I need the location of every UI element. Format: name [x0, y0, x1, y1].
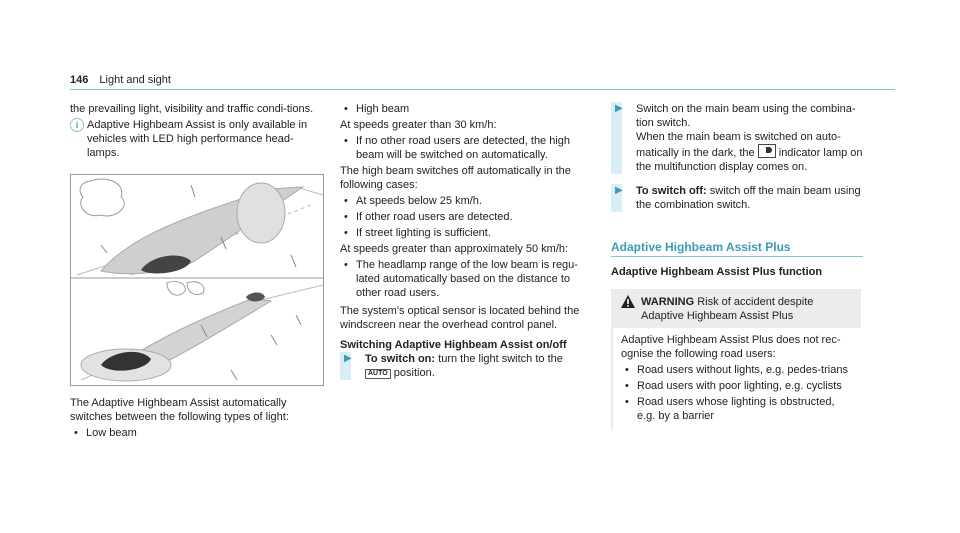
warning-label: WARNING: [641, 296, 695, 308]
step-arrow-icon: ▶: [615, 185, 623, 196]
step-beam-text-b: When the main beam is switched on auto-m…: [636, 131, 841, 159]
section-name: Light and sight: [99, 74, 171, 86]
headlamp-illustration: [70, 174, 324, 386]
step-arrow-icon: ▶: [344, 353, 352, 364]
high-beam-assist-indicator-icon: [757, 144, 776, 158]
step-on-label: To switch on:: [365, 353, 436, 365]
warning-bullet: •Road users with poor lighting, e.g. cyc…: [625, 380, 842, 392]
auto-position-icon: AUTO: [365, 369, 391, 379]
step-beam-text-a: Switch on the main beam using the combin…: [636, 103, 856, 129]
section-title: Adaptive Highbeam Assist Plus: [611, 240, 863, 257]
info-note-text: Adaptive Highbeam Assist is only availab…: [87, 119, 308, 159]
step-switch-main-beam: ▶ Switch on the main beam using the comb…: [611, 102, 866, 174]
warning-text: Risk of accident despite Adaptive Highbe…: [641, 296, 814, 322]
warning-box: WARNING Risk of accident despite Adaptiv…: [611, 289, 861, 431]
step-on-tail: position.: [393, 367, 435, 379]
bullet-street-lighting: •If street lighting is sufficient.: [344, 227, 491, 239]
illustration-headlamp-cones: [71, 175, 323, 382]
bullet-below-25: •At speeds below 25 km/h.: [344, 195, 482, 207]
speed-50-text: At speeds greater than approximately 50 …: [340, 243, 569, 255]
warning-body: Adaptive Highbeam Assist Plus does not r…: [611, 328, 861, 431]
bullet-high-beam: •High beam: [344, 103, 410, 115]
function-subtitle: Adaptive Highbeam Assist Plus function: [611, 266, 823, 278]
sensor-text: The system's optical sensor is located b…: [340, 305, 580, 331]
page-number: 146: [70, 74, 89, 86]
step-beam-text-c: indicator lamp on the multifunction disp…: [636, 147, 863, 173]
figure-caption: The Adaptive Highbeam Assist automatical…: [70, 397, 289, 423]
warning-bullet: •Road users whose lighting is obstructed…: [625, 396, 835, 422]
page-header: 146 Light and sight: [70, 73, 895, 90]
column-left: the prevailing light, visibility and tra…: [70, 102, 324, 442]
step-arrow-icon: ▶: [615, 103, 623, 114]
step-switch-on: ▶ To switch on: turn the light switch to…: [340, 352, 590, 380]
warning-header: WARNING Risk of accident despite Adaptiv…: [611, 289, 861, 328]
bullet-no-other-users: •If no other road users are detected, th…: [344, 135, 571, 161]
column-right: ▶ Switch on the main beam using the comb…: [611, 102, 866, 431]
step-switch-off: ▶ To switch off: switch off the main bea…: [611, 184, 866, 212]
bullet-low-beam: •Low beam: [74, 427, 137, 439]
info-note: i Adaptive Highbeam Assist is only avail…: [70, 118, 320, 160]
column-middle: •High beam At speeds greater than 30 km/…: [340, 102, 590, 390]
switch-off-cases-text: The high beam switches off automatically…: [340, 165, 571, 191]
step-off-text: switch off the main beam using the combi…: [636, 185, 861, 211]
info-icon: i: [70, 118, 84, 132]
switching-heading: Switching Adaptive Highbeam Assist on/of…: [340, 339, 567, 351]
speed-30-text: At speeds greater than 30 km/h:: [340, 119, 497, 131]
warning-body-text: Adaptive Highbeam Assist Plus does not r…: [621, 334, 841, 360]
intro-text: the prevailing light, visibility and tra…: [70, 103, 314, 115]
step-off-label: To switch off:: [636, 185, 707, 197]
warning-bullet: •Road users without lights, e.g. pedes-t…: [625, 364, 848, 376]
step-on-text: turn the light switch to the: [438, 353, 563, 365]
bullet-headlamp-range: •The headlamp range of the low beam is r…: [344, 259, 578, 299]
warning-triangle-icon: [621, 295, 635, 308]
bullet-users-detected: •If other road users are detected.: [344, 211, 513, 223]
